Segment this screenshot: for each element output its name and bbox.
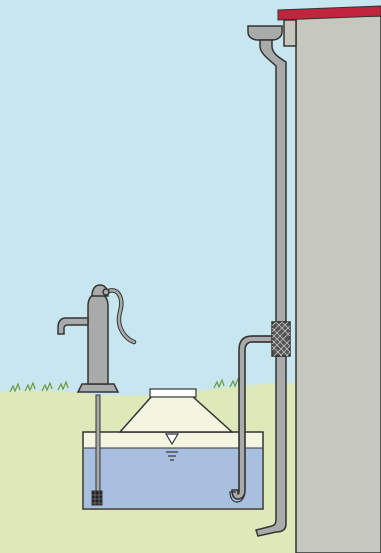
filter-mesh-icon: [272, 322, 290, 356]
house-wall: [296, 16, 381, 553]
roof-fascia: [284, 20, 296, 46]
tank-lid: [150, 389, 196, 397]
